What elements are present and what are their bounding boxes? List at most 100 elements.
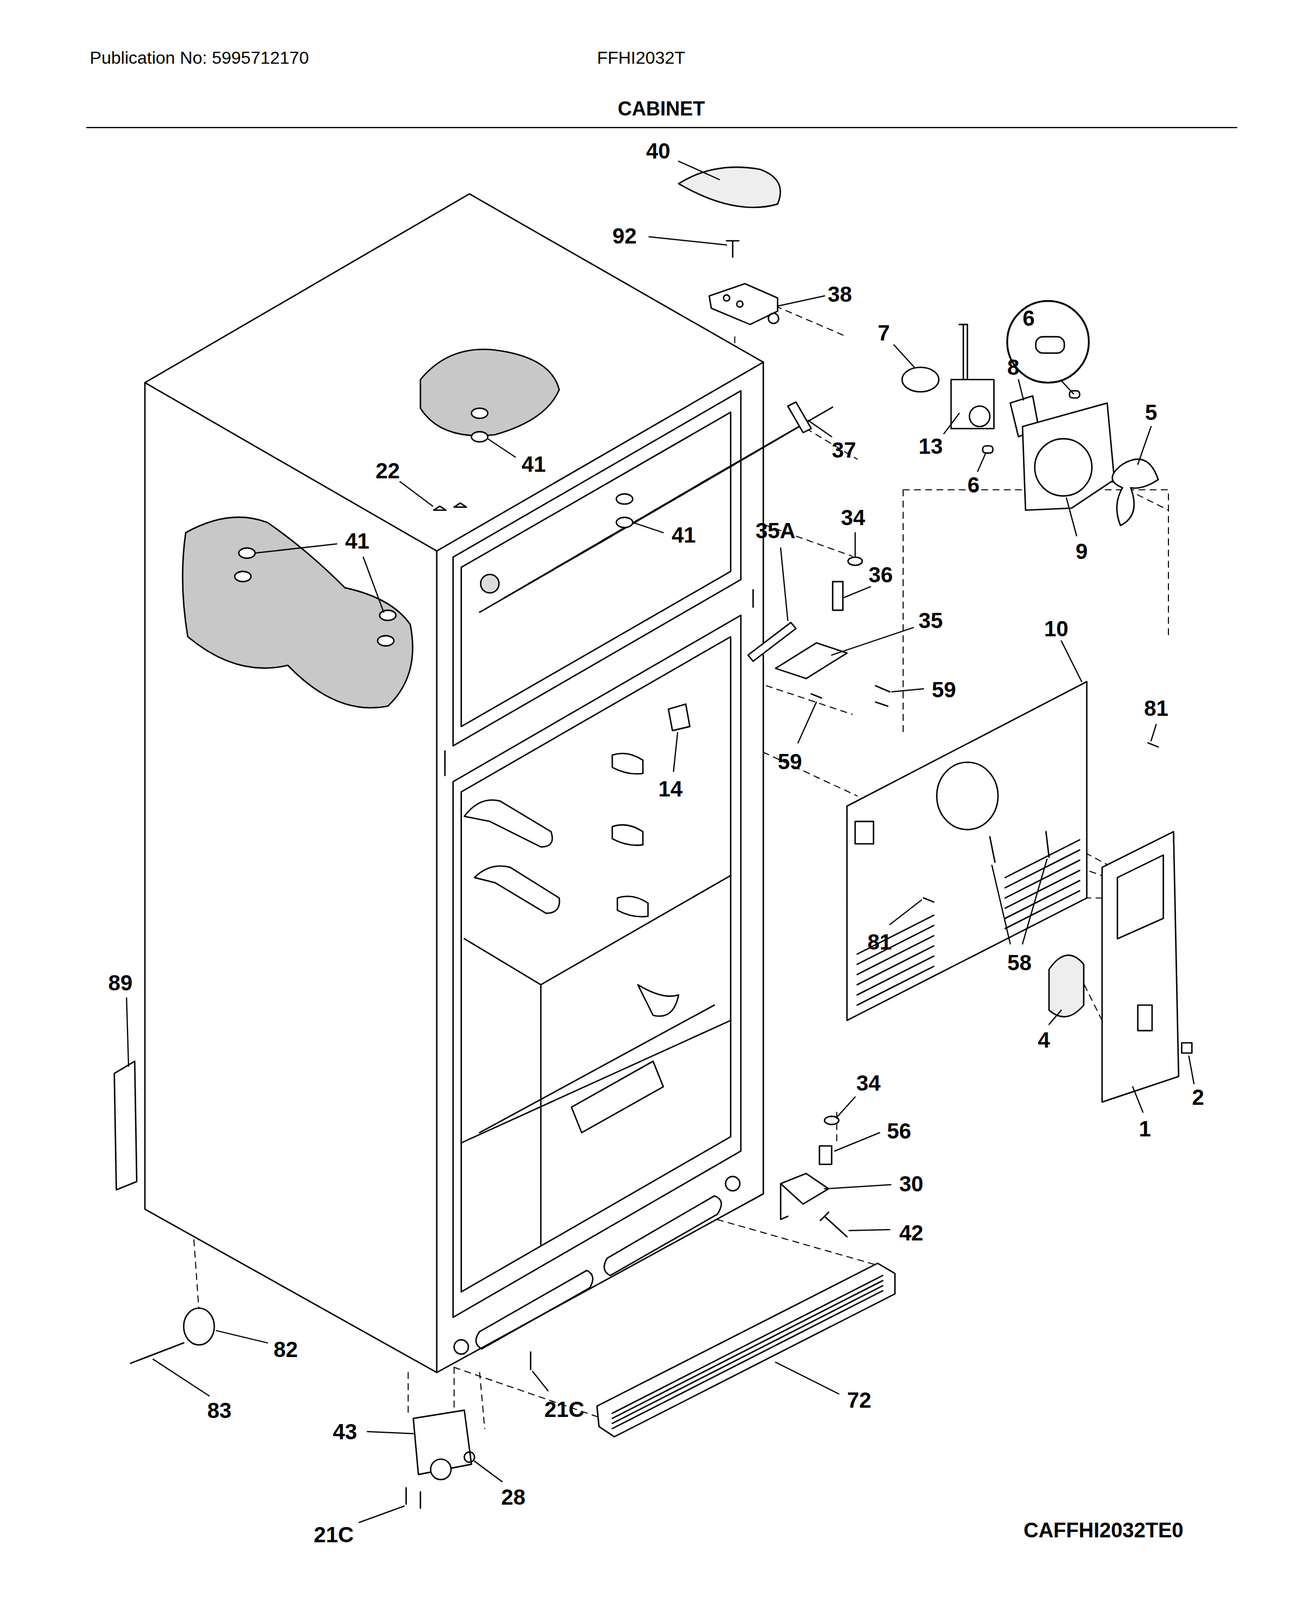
grille-slat	[612, 1280, 883, 1419]
callout-number: 59	[777, 749, 803, 774]
label-wrap: 81	[867, 929, 893, 954]
label-wrap: 43	[332, 1419, 358, 1444]
callout-number: 30	[899, 1171, 924, 1196]
label-wrap: 34	[856, 1070, 881, 1095]
vent-slot	[1005, 880, 1080, 918]
label-wrap: 6	[967, 472, 980, 497]
label-wrap: 92	[612, 223, 637, 248]
callout-number: 59	[932, 677, 957, 702]
callout-number: 35	[918, 608, 943, 633]
label-wrap: 14	[658, 776, 684, 801]
label-wrap: 28	[501, 1484, 526, 1509]
callout-number: 41	[344, 528, 370, 553]
label-wrap: 83	[207, 1398, 233, 1423]
callout-number: 1	[1139, 1116, 1152, 1141]
callout-number: 22	[375, 458, 401, 483]
callout-number: 83	[207, 1398, 233, 1423]
label-wrap: FFHI2032T	[597, 48, 686, 68]
callout-number: 28	[501, 1484, 526, 1509]
label-wrap: 41	[344, 528, 370, 553]
label-wrap: 36	[868, 562, 893, 587]
callout-number: 8	[1007, 355, 1020, 380]
vent-slot	[1005, 839, 1080, 878]
drawing-code: CAFFHI2032TE0	[1023, 1519, 1184, 1543]
vent-slot	[1005, 860, 1080, 898]
grille-slat	[612, 1275, 883, 1414]
label-wrap: 59	[932, 677, 957, 702]
callout-number: 40	[646, 138, 671, 163]
label-wrap: 21C	[313, 1522, 354, 1547]
vent-slot	[1005, 849, 1080, 888]
shelf-ridge	[699, 406, 833, 484]
callout-number: 41	[671, 522, 697, 547]
callout-number: 6	[1022, 306, 1035, 331]
label-wrap: 89	[108, 970, 133, 995]
label-wrap: 59	[777, 749, 803, 774]
label-wrap: 40	[646, 138, 671, 163]
label-wrap: 35A	[755, 518, 796, 543]
callout-number: 56	[886, 1118, 912, 1143]
label-wrap: 72	[847, 1387, 872, 1412]
callout-number: 34	[856, 1070, 881, 1095]
label-wrap: 8	[1007, 355, 1020, 380]
vent-slot	[857, 966, 934, 1006]
label-wrap: 42	[899, 1220, 924, 1245]
label-wrap: 82	[273, 1337, 298, 1362]
label-wrap: 6	[1022, 306, 1035, 331]
label-wrap: 58	[1007, 950, 1032, 975]
label-wrap: 56	[886, 1118, 912, 1143]
label-wrap: 30	[899, 1171, 924, 1196]
label-wrap: 35	[918, 608, 943, 633]
callout-number: 42	[899, 1220, 924, 1245]
callout-number: 9	[1075, 539, 1088, 564]
title-wrap: CABINET	[617, 98, 705, 121]
header-text: FFHI2032T	[597, 48, 686, 68]
label-wrap: 41	[671, 522, 697, 547]
callout-number: 10	[1044, 616, 1069, 641]
label-wrap: 4	[1037, 1027, 1050, 1052]
callout-number: 2	[1191, 1085, 1204, 1110]
callout-number: 81	[1143, 696, 1169, 721]
callout-number: 81	[867, 929, 893, 954]
callout-number: 21C	[544, 1397, 584, 1422]
callout-number: 43	[332, 1419, 358, 1444]
vent-slot	[857, 955, 934, 995]
label-wrap: 22	[375, 458, 401, 483]
callout-number: 36	[868, 562, 893, 587]
callout-number: 35A	[755, 518, 796, 543]
grille-slat	[612, 1290, 883, 1429]
vent-slot	[857, 925, 934, 965]
label-wrap: 38	[827, 282, 852, 307]
label-wrap: 41	[521, 452, 547, 477]
label-wrap: 37	[831, 437, 857, 462]
callout-number: 13	[918, 434, 943, 459]
label-wrap: 21C	[544, 1397, 584, 1422]
callout-number: 7	[877, 320, 890, 345]
header-text: Publication No: 5995712170	[89, 48, 309, 68]
grille-slat	[612, 1285, 883, 1424]
label-wrap: 13	[918, 434, 943, 459]
callout-number: 72	[847, 1387, 872, 1412]
callout-number: 14	[658, 776, 684, 801]
callout-number: 89	[108, 970, 133, 995]
page-title: CABINET	[617, 98, 705, 121]
callout-number: 41	[521, 452, 547, 477]
callout-number: 38	[827, 282, 852, 307]
label-wrap: 10	[1044, 616, 1069, 641]
label-wrap: 1	[1139, 1116, 1152, 1141]
callout-number: 4	[1037, 1027, 1050, 1052]
label-wrap: 7	[877, 320, 890, 345]
vent-slot	[857, 915, 934, 954]
callout-number: 37	[831, 437, 857, 462]
label-wrap: 9	[1075, 539, 1088, 564]
label-wrap: CAFFHI2032TE0	[1023, 1519, 1184, 1543]
label-wrap: 81	[1143, 696, 1169, 721]
callout-number: 82	[273, 1337, 298, 1362]
callout-number: 34	[841, 505, 866, 530]
callout-number: 21C	[313, 1522, 354, 1547]
callout-number: 58	[1007, 950, 1032, 975]
label-wrap: 34	[841, 505, 866, 530]
label-wrap: Publication No: 5995712170	[89, 48, 309, 68]
callout-number: 92	[612, 223, 637, 248]
